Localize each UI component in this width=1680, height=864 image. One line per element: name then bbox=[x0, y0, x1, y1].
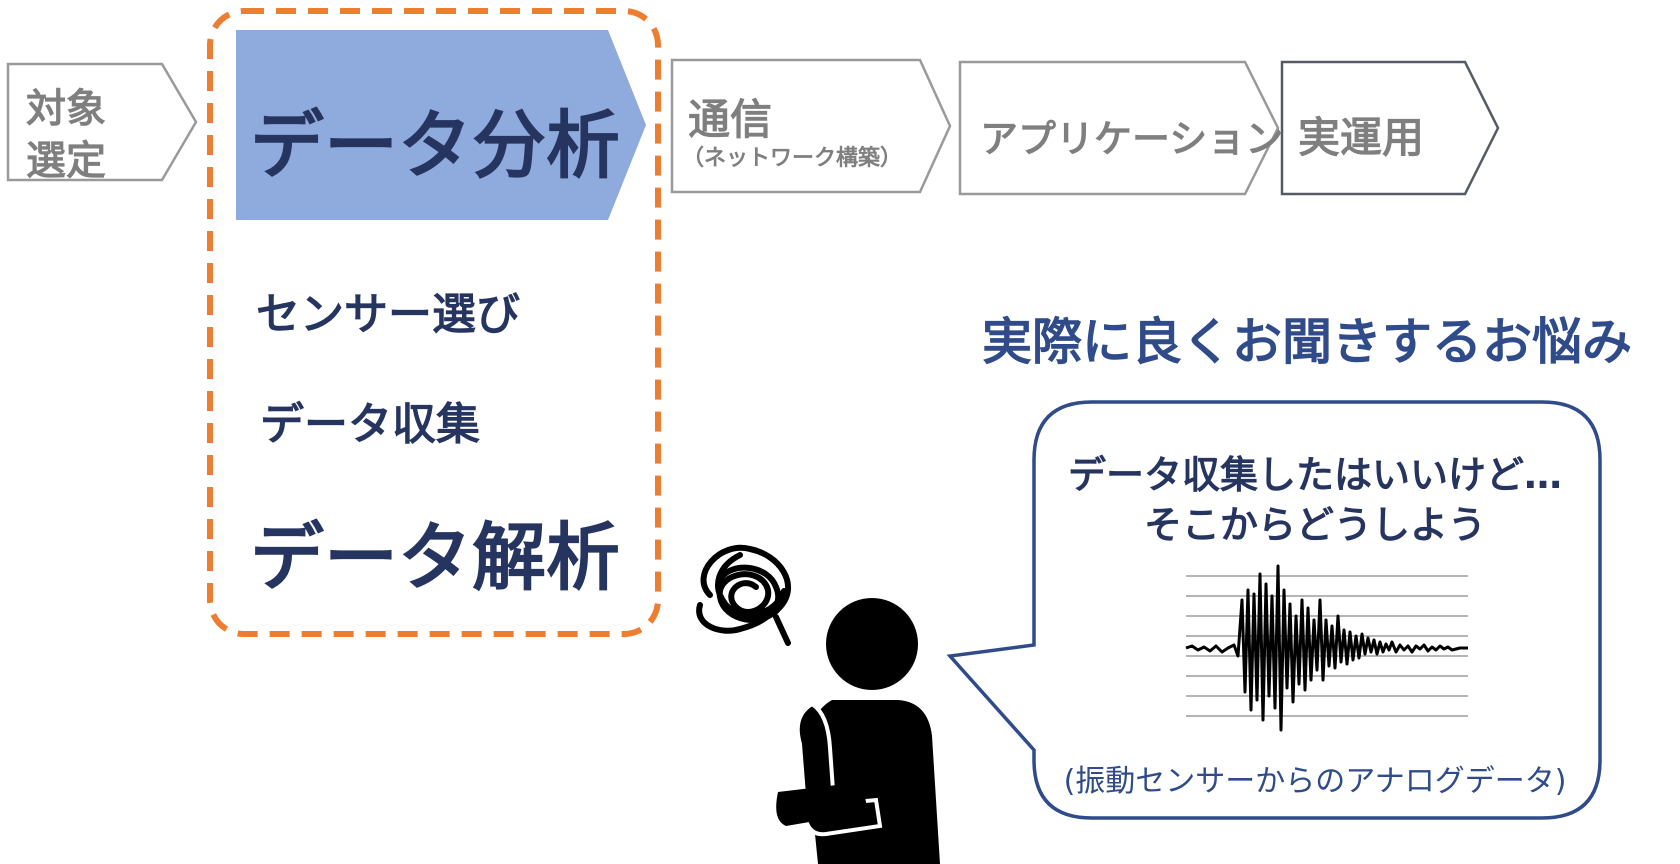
analysis-item-sensor-selection: センサー選び bbox=[256, 289, 520, 340]
analysis-item-data-collection: データ収集 bbox=[260, 399, 480, 450]
step-label-operation: 実運用 bbox=[1298, 113, 1425, 162]
bubble-line-2: そこからどうしよう bbox=[1143, 503, 1486, 547]
step-label-communication: 通信 bbox=[688, 95, 773, 144]
step-label-data-analysis: データ分析 bbox=[250, 103, 620, 189]
analysis-item-data-analysis: データ解析 bbox=[250, 515, 620, 601]
bubble-caption: (振動センサーからのアナログデータ) bbox=[1063, 764, 1567, 799]
bubble-line-1: データ収集したはいいけど… bbox=[1067, 453, 1562, 497]
waveform-icon bbox=[1185, 564, 1468, 732]
step-label-application: アプリケーション bbox=[980, 117, 1284, 161]
tangled-thought-icon bbox=[696, 544, 792, 646]
step-label-target-line1: 対象 bbox=[26, 86, 106, 132]
step-label-communication-sub: （ネットワーク構築） bbox=[682, 146, 903, 171]
step-label-target-line2: 選定 bbox=[26, 138, 106, 184]
headline: 実際に良くお聞きするお悩み bbox=[982, 313, 1632, 371]
